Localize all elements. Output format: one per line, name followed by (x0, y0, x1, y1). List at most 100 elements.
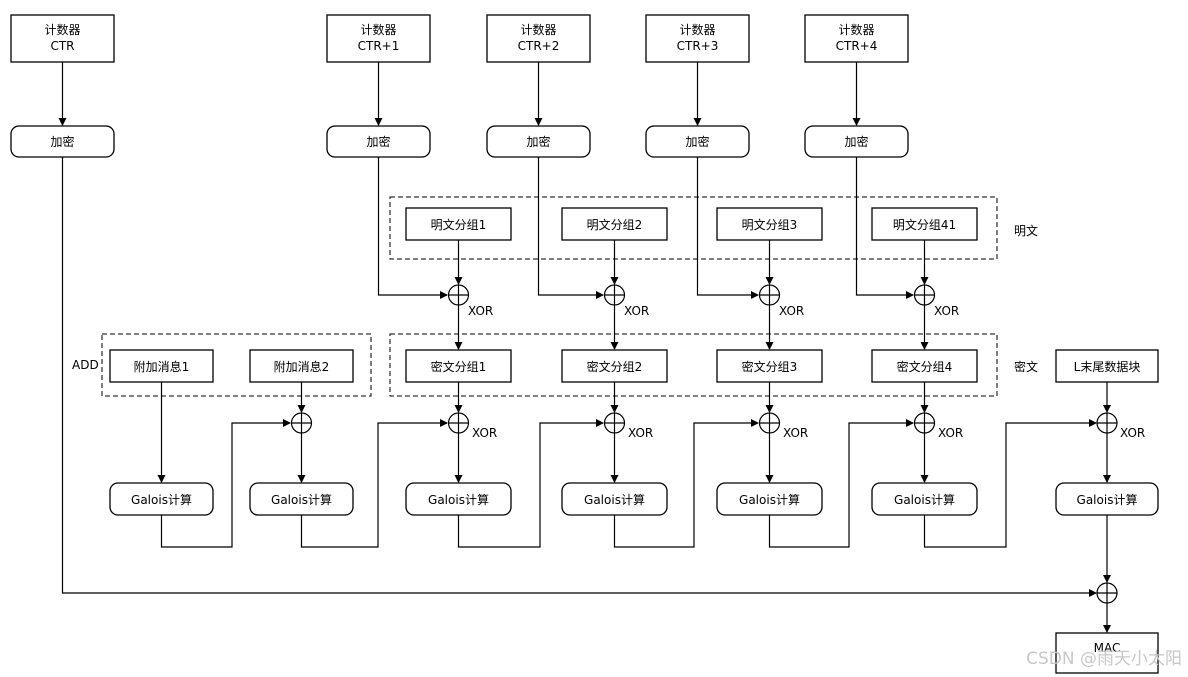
galois-box-4: Galois计算 (561, 482, 668, 516)
plaintext-block-1: 明文分组1 (405, 207, 512, 241)
encrypt-box-3: 加密 (645, 125, 750, 158)
counter-value: CTR+4 (836, 39, 878, 53)
ciphertext-group-border (389, 333, 998, 397)
xor-label: XOR (938, 426, 963, 440)
xor-label: XOR (779, 304, 804, 318)
encrypt-box-4: 加密 (804, 125, 909, 158)
counter-label: 计数器 (838, 22, 874, 37)
counter-label: 计数器 (44, 22, 80, 37)
plaintext-block-2: 明文分组2 (561, 207, 668, 241)
counter-label: 计数器 (520, 22, 556, 37)
plaintext-label: 明文分组41 (893, 217, 956, 232)
galois-box-7: Galois计算 (1055, 482, 1159, 516)
galois-label: Galois计算 (584, 492, 645, 507)
counter-value: CTR+2 (518, 39, 560, 53)
xor-encrypt-1: XOR (447, 284, 493, 318)
ciphertext-group-label: 密文 (1014, 359, 1038, 374)
counter-box-ctr3: 计数器 CTR+3 (645, 14, 750, 63)
galois-box-1: Galois计算 (109, 482, 214, 516)
last-block-label: L末尾数据块 (1074, 359, 1141, 374)
watermark: CSDN @雨天小太阳 (1026, 649, 1182, 669)
aad-group-label: ADD (72, 358, 99, 372)
last-data-block: L末尾数据块 (1055, 349, 1159, 383)
encrypt-label: 加密 (366, 134, 390, 149)
xor-encrypt-2: XOR (603, 284, 649, 318)
ctr-encrypt-to-final-xor (61, 157, 1097, 597)
counter-box-ctr: 计数器 CTR (10, 14, 115, 63)
counter-box-ctr2: 计数器 CTR+2 (486, 14, 591, 63)
xor-ghash-3: XOR (758, 412, 808, 440)
encrypt-label: 加密 (50, 134, 74, 149)
plaintext-label: 明文分组2 (587, 217, 643, 232)
counter-box-ctr4: 计数器 CTR+4 (804, 14, 909, 63)
chain-galois2-to-xor (300, 419, 448, 548)
galois-label: Galois计算 (739, 492, 800, 507)
plaintext-group-border (389, 196, 998, 260)
ciphertext-label: 密文分组1 (431, 359, 487, 374)
chain-galois1-to-xor (160, 419, 291, 548)
xor-label: XOR (624, 304, 649, 318)
counter-value: CTR (50, 39, 74, 53)
xor-ghash-4: XOR (913, 412, 963, 440)
keystream-line-3 (696, 157, 759, 299)
xor-ghash-aad2 (290, 412, 313, 434)
ciphertext-block-3: 密文分组3 (716, 349, 823, 383)
counter-label: 计数器 (360, 22, 396, 37)
plaintext-block-4: 明文分组41 (871, 207, 978, 241)
counter-value: CTR+1 (358, 39, 400, 53)
galois-box-3: Galois计算 (405, 482, 512, 516)
aad-group-border (101, 333, 372, 397)
ciphertext-block-1: 密文分组1 (405, 349, 512, 383)
plaintext-block-3: 明文分组3 (716, 207, 823, 241)
ciphertext-label: 密文分组4 (897, 359, 953, 374)
xor-ghash-1: XOR (447, 412, 497, 440)
ciphertext-label: 密文分组3 (742, 359, 798, 374)
mac-box: MAC (1055, 632, 1159, 674)
chain-galois6-to-xor (923, 419, 1097, 548)
plaintext-label: 明文分组3 (742, 217, 798, 232)
galois-box-2: Galois计算 (249, 482, 354, 516)
galois-box-5: Galois计算 (716, 482, 823, 516)
mac-label: MAC (1094, 641, 1121, 655)
xor-label: XOR (1120, 426, 1145, 440)
xor-ghash-2: XOR (603, 412, 653, 440)
xor-label: XOR (468, 304, 493, 318)
xor-encrypt-3: XOR (758, 284, 804, 318)
plaintext-group-label: 明文 (1014, 223, 1038, 238)
galois-label: Galois计算 (271, 492, 332, 507)
encrypt-box-1: 加密 (326, 125, 431, 158)
encrypt-label: 加密 (844, 134, 868, 149)
aad-label: 附加消息1 (134, 359, 190, 374)
chain-galois4-to-xor (613, 419, 759, 548)
galois-label: Galois计算 (428, 492, 489, 507)
keystream-line-2 (537, 157, 604, 299)
ciphertext-block-4: 密文分组4 (871, 349, 978, 383)
galois-box-6: Galois计算 (871, 482, 978, 516)
encrypt-box-2: 加密 (486, 125, 591, 158)
xor-label: XOR (472, 426, 497, 440)
xor-label: XOR (934, 304, 959, 318)
ciphertext-block-2: 密文分组2 (561, 349, 668, 383)
chain-galois3-to-xor (457, 419, 604, 548)
ciphertext-label: 密文分组2 (587, 359, 643, 374)
plaintext-label: 明文分组1 (431, 217, 487, 232)
xor-final (1096, 582, 1118, 604)
galois-label: Galois计算 (894, 492, 955, 507)
aad-block-1: 附加消息1 (109, 349, 214, 383)
encrypt-label: 加密 (526, 134, 550, 149)
xor-encrypt-4: XOR (913, 284, 959, 318)
aad-label: 附加消息2 (274, 359, 330, 374)
keystream-line-4 (855, 157, 914, 299)
xor-label: XOR (628, 426, 653, 440)
counter-label: 计数器 (679, 22, 715, 37)
encrypt-box-0: 加密 (10, 125, 115, 158)
xor-label: XOR (783, 426, 808, 440)
counter-box-ctr1: 计数器 CTR+1 (326, 14, 431, 63)
galois-label: Galois计算 (1077, 492, 1138, 507)
encrypt-label: 加密 (685, 134, 709, 149)
counter-value: CTR+3 (677, 39, 719, 53)
xor-ghash-last: XOR (1096, 412, 1145, 440)
chain-galois5-to-xor (768, 419, 914, 548)
aad-block-2: 附加消息2 (249, 349, 354, 383)
